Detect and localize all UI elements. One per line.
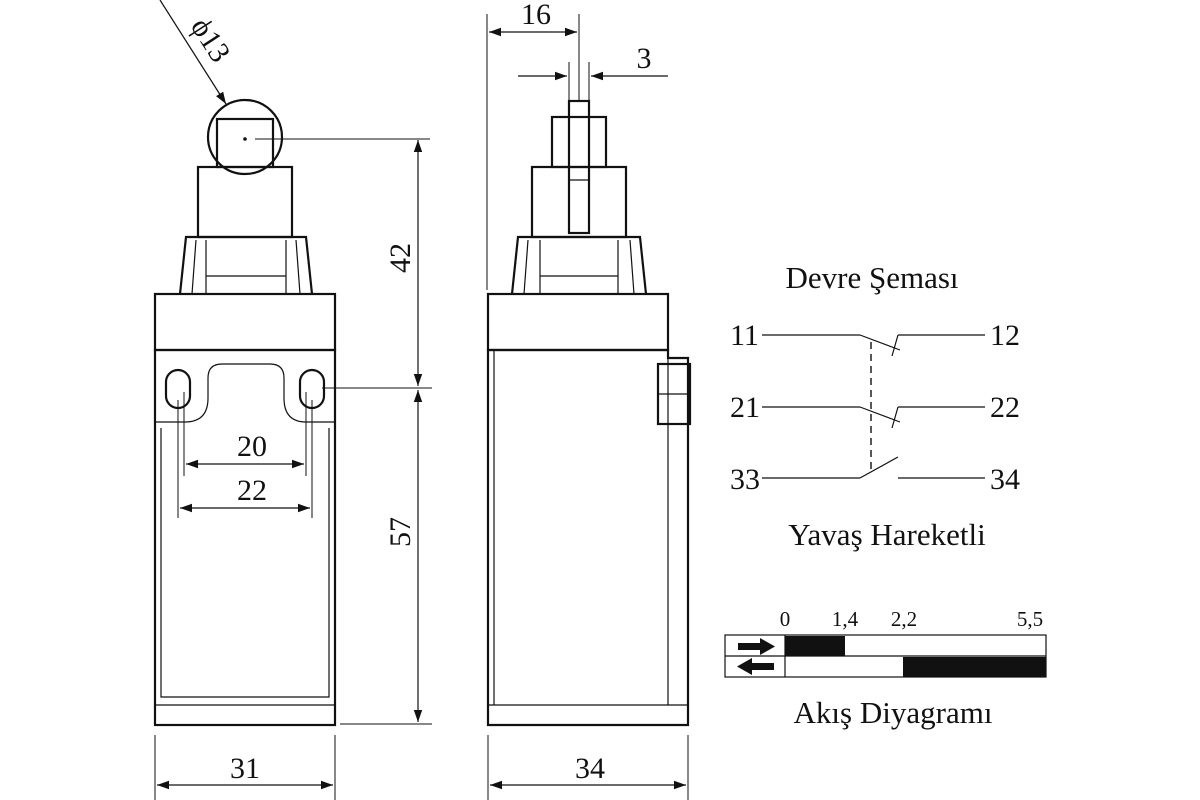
roller-circle xyxy=(206,98,284,176)
circuit-title: Devre Şeması xyxy=(785,260,958,295)
flow-scale-1: 1,4 xyxy=(832,607,859,631)
arrow-left-icon xyxy=(737,658,774,675)
side-crown xyxy=(510,235,648,295)
terminal-11: 11 xyxy=(730,319,759,352)
flow-scale-3: 5,5 xyxy=(1017,607,1043,631)
body-front xyxy=(153,348,337,727)
diameter-label: ϕ13 xyxy=(184,12,237,68)
height-upper-label: 42 xyxy=(384,243,417,273)
side-head-block xyxy=(486,292,670,352)
plunger-body xyxy=(196,165,294,239)
width-side-label: 16 xyxy=(521,0,551,31)
diameter-leader xyxy=(159,0,227,105)
circuit-subtitle: Yavaş Hareketli xyxy=(788,517,986,552)
flow-bar-forward xyxy=(785,636,845,656)
flow-title: Akış Diyagramı xyxy=(794,695,993,730)
terminal-21: 21 xyxy=(730,391,760,424)
flow-diagram: 0 1,4 2,2 5,5 xyxy=(724,607,1047,678)
flow-scale-2: 2,2 xyxy=(891,607,917,631)
depth-side-label: 34 xyxy=(575,752,605,785)
mount-hole-left xyxy=(164,368,192,410)
hole-spacing-outer-label: 22 xyxy=(237,474,267,507)
hole-spacing-inner-label: 20 xyxy=(237,430,267,463)
head-crown xyxy=(178,235,314,295)
inner-panel xyxy=(155,363,335,423)
side-view xyxy=(486,99,692,727)
roller-plunger xyxy=(215,117,275,169)
terminal-12: 12 xyxy=(990,319,1020,352)
front-view xyxy=(153,98,337,727)
height-lower-label: 57 xyxy=(384,517,417,547)
terminal-34: 34 xyxy=(990,463,1020,496)
head-block xyxy=(153,292,337,352)
terminal-33: 33 xyxy=(730,463,760,496)
flow-bar-return xyxy=(903,657,1046,677)
circuit-diagram xyxy=(762,334,985,479)
arrow-right-icon xyxy=(738,638,775,655)
roller-thickness-label: 3 xyxy=(637,42,652,75)
mount-hole-right xyxy=(298,368,326,410)
side-body xyxy=(486,348,690,727)
terminal-22: 22 xyxy=(990,391,1020,424)
width-front-label: 31 xyxy=(230,752,260,785)
flow-scale-0: 0 xyxy=(780,607,791,631)
